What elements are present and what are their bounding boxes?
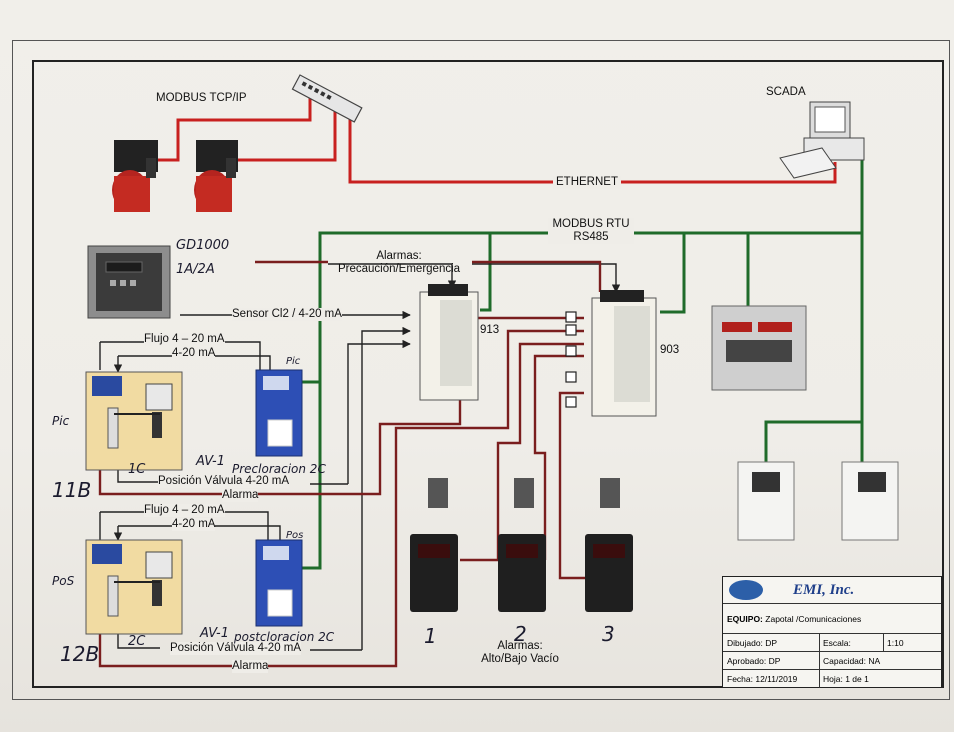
equipo-label: EQUIPO: bbox=[727, 614, 763, 624]
title-block-equipo-row: EQUIPO: Zapotal /Comunicaciones bbox=[723, 603, 941, 634]
dibujado-cell: Dibujado: DP bbox=[723, 634, 819, 652]
label-alarmas-line1: Alarmas: bbox=[326, 250, 472, 263]
label-modbus-rtu-line1: MODBUS RTU bbox=[548, 218, 634, 231]
control-module-903 bbox=[592, 290, 656, 416]
label-alarmas-precaucion: Alarmas: Precaución/Emergencia bbox=[326, 250, 472, 276]
label-posicion-1: Posición Válvula 4-20 mA bbox=[158, 475, 289, 488]
hand-av1-top: AV-1 bbox=[196, 454, 225, 469]
ethernet-lines bbox=[158, 98, 835, 182]
title-block-row-3: Fecha: 12/11/2019 Hoja: 1 de 1 bbox=[723, 669, 941, 688]
capacidad-cell: Capacidad: NA bbox=[819, 652, 941, 670]
hand-gauge-2: 2 bbox=[514, 622, 527, 646]
rtu-903-drop bbox=[660, 233, 684, 312]
analyzer-pic bbox=[256, 370, 302, 456]
label-ma-1: 4-20 mA bbox=[172, 347, 215, 360]
hand-ia2a: 1A/2A bbox=[176, 262, 215, 277]
rtu-913-drop bbox=[480, 233, 490, 310]
label-913: 913 bbox=[480, 324, 499, 337]
hand-12b: 12B bbox=[60, 642, 99, 666]
hand-av1-bottom: AV-1 bbox=[200, 626, 229, 641]
analyzer-pos bbox=[256, 540, 302, 626]
control-module-913 bbox=[420, 284, 478, 400]
vacuum-gauge-2 bbox=[498, 478, 546, 612]
label-ethernet: ETHERNET bbox=[553, 176, 621, 189]
ethernet-line-switch-scada bbox=[350, 110, 835, 182]
label-flujo-1: Flujo 4 – 20 mA bbox=[144, 333, 225, 346]
hand-gauge-3: 3 bbox=[602, 622, 615, 646]
dosing-pump-1 bbox=[112, 140, 158, 212]
hand-postcloracion: postcloracion 2C bbox=[234, 630, 334, 644]
emi-logo-icon bbox=[729, 580, 763, 600]
hand-pos-right: Pos bbox=[286, 530, 303, 541]
network-switch bbox=[292, 75, 361, 122]
hand-precloracion: Precloracion 2C bbox=[232, 462, 326, 476]
dosing-pump-2 bbox=[194, 140, 238, 212]
escala-value: 1:10 bbox=[883, 634, 941, 652]
hmi-panel bbox=[712, 306, 806, 390]
label-sensor-cl2: Sensor Cl2 / 4-20 mA bbox=[232, 308, 342, 321]
vacuum-gauge-1 bbox=[410, 478, 458, 612]
hand-pic-top: Pic bbox=[286, 356, 300, 367]
hoja-cell: Hoja: 1 de 1 bbox=[819, 670, 941, 688]
aprobado-cell: Aprobado: DP bbox=[723, 652, 819, 670]
label-modbus-tcp: MODBUS TCP/IP bbox=[156, 92, 247, 105]
chlorinator-panel-pos bbox=[86, 540, 182, 634]
equipo-value: Zapotal /Comunicaciones bbox=[765, 614, 861, 624]
company-name: EMI, Inc. bbox=[793, 582, 854, 599]
title-block-row-1: Dibujado: DP Escala: 1:10 bbox=[723, 633, 941, 652]
title-block-row-2: Aprobado: DP Capacidad: NA bbox=[723, 651, 941, 670]
vacuum-gauge-3 bbox=[585, 478, 633, 612]
label-alarma-1: Alarma bbox=[222, 489, 258, 502]
scada-computer bbox=[780, 102, 864, 178]
label-alarmas-line2: Precaución/Emergencia bbox=[326, 263, 472, 276]
gas-detector-gd1000 bbox=[88, 246, 170, 318]
label-vacio-line2: Alto/Bajo Vacío bbox=[470, 653, 570, 666]
label-ma-2: 4-20 mA bbox=[172, 518, 215, 531]
ethernet-line-pump2 bbox=[238, 102, 335, 160]
hand-1c: 1C bbox=[128, 462, 145, 477]
hand-pic-left: Pic bbox=[52, 414, 69, 428]
chlorinator-panel-pic bbox=[86, 372, 182, 470]
hand-2c: 2C bbox=[128, 634, 145, 649]
label-alarma-2: Alarma bbox=[232, 660, 268, 673]
title-block-header: EMI, Inc. bbox=[723, 577, 941, 603]
vfd-drive-1 bbox=[738, 462, 794, 540]
label-modbus-rtu: MODBUS RTU RS485 bbox=[548, 218, 634, 244]
hand-gauge-1: 1 bbox=[424, 624, 437, 648]
label-903: 903 bbox=[660, 344, 679, 357]
vfd-drive-2 bbox=[842, 462, 898, 540]
hand-pos-left: PoS bbox=[52, 574, 74, 588]
label-scada: SCADA bbox=[766, 86, 806, 99]
label-flujo-2: Flujo 4 – 20 mA bbox=[144, 504, 225, 517]
fecha-cell: Fecha: 12/11/2019 bbox=[723, 670, 819, 688]
hand-11b: 11B bbox=[52, 478, 91, 502]
label-modbus-rtu-line2: RS485 bbox=[548, 231, 634, 244]
rtu-vfd-link bbox=[766, 422, 862, 462]
escala-label: Escala: bbox=[819, 634, 883, 652]
title-block: EMI, Inc. EQUIPO: Zapotal /Comunicacione… bbox=[722, 576, 942, 688]
hand-gd1000: GD1000 bbox=[176, 238, 229, 253]
